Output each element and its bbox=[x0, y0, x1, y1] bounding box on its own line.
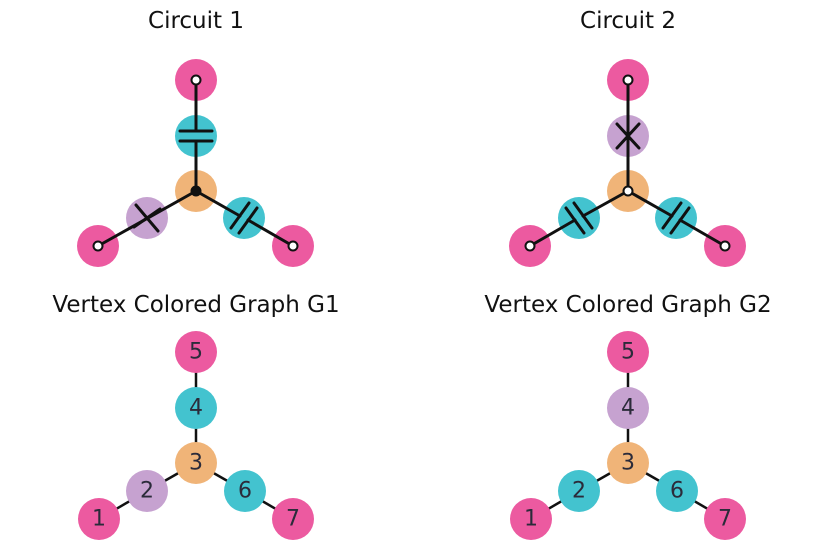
graph1-vertex-6-circle bbox=[224, 470, 266, 512]
graph2-vertex-7-label: 7 bbox=[718, 507, 732, 532]
graph2-title: Vertex Colored Graph G2 bbox=[484, 292, 772, 318]
graph1-vertex-3: 3 bbox=[175, 442, 217, 484]
circuit1-terminal-top bbox=[190, 74, 202, 86]
graph1-vertex-5-label: 5 bbox=[189, 340, 203, 365]
circuit2-junction-top-b bbox=[615, 122, 641, 150]
graph1-vertex-4: 4 bbox=[175, 387, 217, 429]
circuit2-element-right bbox=[655, 197, 697, 239]
circuit1-capacitor-right-plate-a bbox=[229, 201, 251, 230]
circuit1-terminal-right bbox=[287, 240, 299, 252]
graph1-title: Vertex Colored Graph G1 bbox=[52, 292, 340, 318]
circuit2-terminal-left bbox=[524, 240, 536, 252]
graph2-vertex-2-label: 2 bbox=[572, 479, 586, 504]
circuit2-title: Circuit 2 bbox=[580, 8, 676, 34]
circuit1-element-top bbox=[175, 115, 217, 157]
graph1-vertex-4-circle bbox=[175, 387, 217, 429]
graph1-vertex-1: 1 bbox=[78, 498, 120, 540]
graph2: 5 4 3 2 1 6 7 bbox=[510, 331, 746, 540]
circuit2 bbox=[509, 59, 746, 267]
graph1-vertex-6-label: 6 bbox=[238, 479, 252, 504]
graph1: 5 4 3 2 1 6 7 bbox=[78, 331, 314, 540]
circuit1-wire-right-b bbox=[246, 218, 295, 248]
graph2-vertex-2: 2 bbox=[558, 470, 600, 512]
graph1-vertex-7-circle bbox=[272, 498, 314, 540]
graph2-vertex-4-label: 4 bbox=[621, 396, 635, 421]
circuit2-terminal-right bbox=[719, 240, 731, 252]
graph1-vertex-5-circle bbox=[175, 331, 217, 373]
graph1-vertex-1-label: 1 bbox=[92, 507, 106, 532]
graph1-vertex-1-circle bbox=[78, 498, 120, 540]
graph2-vertex-1-circle bbox=[510, 498, 552, 540]
circuit1-terminal-left bbox=[92, 240, 104, 252]
graph2-vertex-5-circle bbox=[607, 331, 649, 373]
circuit1-wire-right-a bbox=[194, 189, 242, 218]
graph1-vertex-6: 6 bbox=[224, 470, 266, 512]
circuit2-element-left bbox=[558, 197, 600, 239]
graph2-vertex-4: 4 bbox=[607, 387, 649, 429]
circuit1-title: Circuit 1 bbox=[148, 8, 244, 34]
graph2-vertex-5-label: 5 bbox=[621, 340, 635, 365]
graph1-vertex-7: 7 bbox=[272, 498, 314, 540]
graph1-vertex-3-label: 3 bbox=[189, 451, 203, 476]
circuit2-capacitor-left-plate-b bbox=[572, 201, 594, 230]
graph1-vertex-7-label: 7 bbox=[286, 507, 300, 532]
circuit2-wire-left-b bbox=[528, 218, 577, 248]
graph1-vertex-4-label: 4 bbox=[189, 396, 203, 421]
graph2-vertex-7: 7 bbox=[704, 498, 746, 540]
graph2-vertex-6: 6 bbox=[656, 470, 698, 512]
graph1-vertex-5: 5 bbox=[175, 331, 217, 373]
circuit2-terminal-top bbox=[622, 74, 634, 86]
circuit2-capacitor-left-plate-a bbox=[564, 206, 586, 235]
graph2-vertex-1: 1 bbox=[510, 498, 552, 540]
circuit2-capacitor-right-plate-b bbox=[669, 206, 691, 235]
circuit2-wire-right-b bbox=[678, 218, 727, 248]
graph2-vertex-3: 3 bbox=[607, 442, 649, 484]
graph2-vertex-7-circle bbox=[704, 498, 746, 540]
graph2-vertex-2-circle bbox=[558, 470, 600, 512]
graph1-vertex-3-circle bbox=[175, 442, 217, 484]
circuit1-junction-left-b bbox=[132, 207, 162, 229]
graph2-vertex-3-label: 3 bbox=[621, 451, 635, 476]
graph1-vertex-2-circle bbox=[126, 470, 168, 512]
graph2-vertex-6-circle bbox=[656, 470, 698, 512]
graph2-vertex-6-label: 6 bbox=[670, 479, 684, 504]
graph2-vertex-3-circle bbox=[607, 442, 649, 484]
circuit2-terminal-center bbox=[622, 185, 634, 197]
circuit1-junction-center bbox=[190, 185, 202, 197]
graph1-vertex-2: 2 bbox=[126, 470, 168, 512]
graph2-vertex-4-circle bbox=[607, 387, 649, 429]
circuit2-wire-left-a bbox=[581, 189, 630, 218]
circuit1-capacitor-right-plate-b bbox=[237, 206, 259, 235]
circuit1-element-right bbox=[223, 197, 265, 239]
circuit2-capacitor-right-plate-a bbox=[661, 201, 683, 230]
graph2-vertex-1-label: 1 bbox=[524, 507, 538, 532]
circuit2-wire-right-a bbox=[626, 189, 674, 218]
circuit1 bbox=[77, 59, 314, 267]
graph1-vertex-2-label: 2 bbox=[140, 479, 154, 504]
graph2-vertex-5: 5 bbox=[607, 331, 649, 373]
